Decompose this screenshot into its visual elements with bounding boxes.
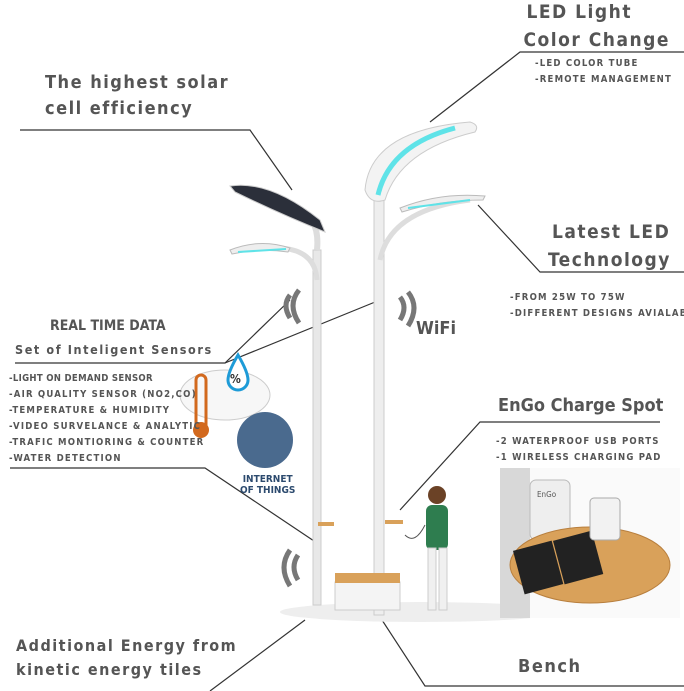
latest-led-list: -FROM 25W TO 75W -DIFFERENT DESIGNS AVIA… (510, 290, 684, 322)
charge-brand: EnGo (537, 490, 557, 499)
list-item: -LED COLOR TUBE (535, 58, 639, 69)
charge-leader-line (399, 421, 660, 511)
right-pole (364, 121, 486, 616)
list-item: -TEMPERATURE & HUMIDITY (9, 405, 171, 416)
kinetic-title-line2: kinetic energy tiles (16, 660, 203, 679)
charge-list: -2 WATERPROOF USB PORTS -1 WIRELESS CHAR… (496, 434, 662, 466)
sensor-list-leader-line (10, 467, 321, 546)
list-item: -DIFFERENT DESIGNS AVIALABLE (510, 308, 684, 319)
solar-leader-line (20, 129, 293, 191)
latest-led-title: Latest LED Technology (548, 218, 671, 274)
kinetic-leader-line (209, 619, 306, 691)
list-item: -TRAFIC MONTIORING & COUNTER (9, 437, 205, 448)
latest-led-title-line2: Technology (548, 249, 671, 271)
bench-title: Bench (518, 656, 582, 677)
led-color-title-line1: LED Light (526, 1, 632, 23)
sensor-cloud-icon (179, 352, 293, 468)
list-item: -VIDEO SURVELANCE & ANALYTIC (9, 421, 202, 432)
wifi-label: WiFi (416, 318, 457, 339)
left-pole (229, 184, 326, 606)
solar-title-line2: cell efficiency (45, 98, 194, 119)
list-item: -FROM 25W TO 75W (510, 292, 626, 303)
bench (318, 520, 403, 611)
latest-led-title-line1: Latest LED (552, 221, 671, 243)
sensors-subtitle: Set of Inteligent Sensors (15, 342, 213, 357)
charge-spot-photo (500, 468, 680, 618)
kinetic-title-line1: Additional Energy from (16, 636, 238, 655)
led-color-title: LED Light Color Change (523, 0, 670, 54)
list-item: -LIGHT ON DEMAND SENSOR (9, 373, 153, 384)
led-color-lamp (364, 121, 478, 202)
solar-panel (229, 184, 326, 233)
bench-leader-line (381, 619, 684, 687)
iot-line2: OF THINGS (240, 485, 296, 496)
sensors-title: REAL TIME DATA (50, 318, 166, 334)
led-color-list: -LED COLOR TUBE -REMOTE MANAGEMENT (535, 56, 672, 88)
humidity-symbol: % (230, 372, 241, 386)
wifi-signal-icon (281, 288, 417, 588)
list-item: -2 WATERPROOF USB PORTS (496, 436, 660, 447)
person-charging-phone (404, 486, 448, 611)
led-color-leader-line (429, 51, 684, 123)
led-color-title-line2: Color Change (523, 29, 670, 51)
solar-title-line1: The highest solar (45, 72, 230, 93)
sensors-list: -LIGHT ON DEMAND SENSOR -AIR QUALITY SEN… (9, 371, 204, 467)
charge-title: EnGo Charge Spot (498, 395, 664, 416)
kinetic-title: Additional Energy from kinetic energy ti… (16, 634, 237, 682)
solar-title: The highest solar cell efficiency (45, 70, 229, 122)
list-item: -1 WIRELESS CHARGING PAD (496, 452, 662, 463)
iot-line1: INTERNET (242, 474, 293, 485)
list-item: -WATER DETECTION (9, 453, 122, 464)
latest-led-leader-line (477, 204, 684, 273)
list-item: -AIR QUALITY SENSOR (NO2,CO) (9, 389, 197, 400)
wifi-leader-line (224, 299, 381, 364)
iot-logo: INTERNET OF THINGS (240, 474, 295, 496)
list-item: -REMOTE MANAGEMENT (535, 74, 673, 85)
